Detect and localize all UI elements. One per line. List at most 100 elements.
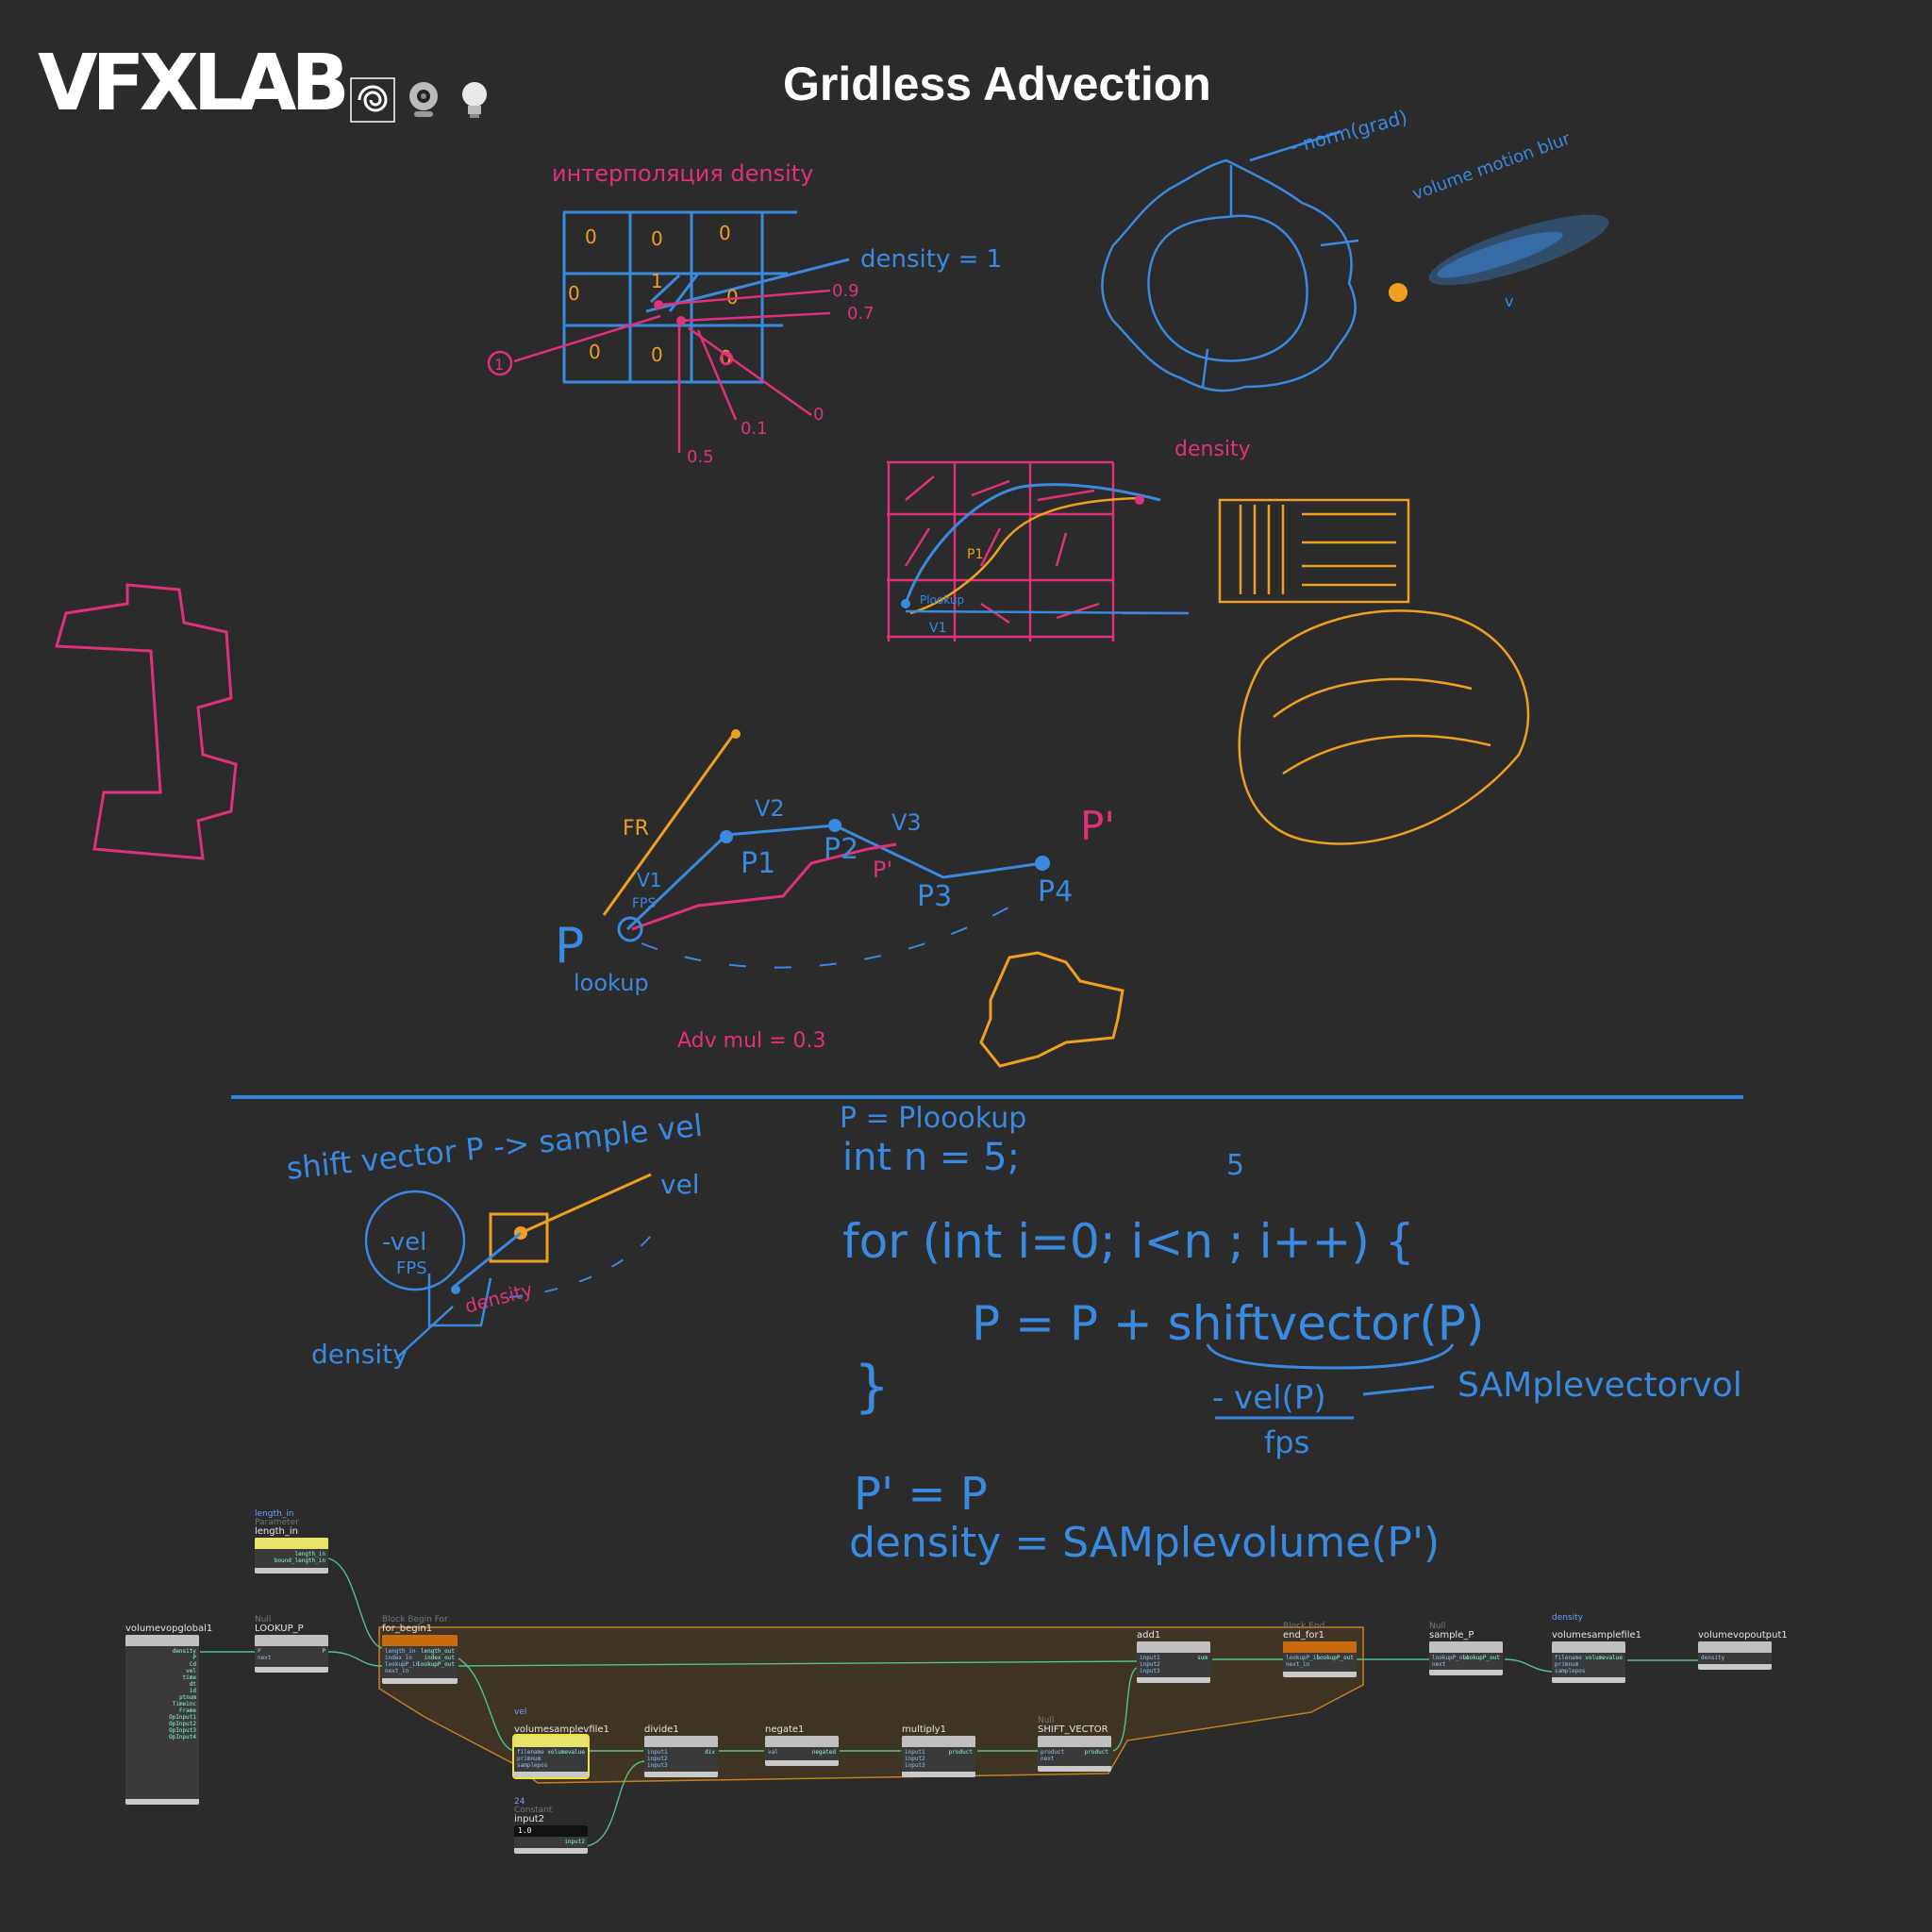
output-port[interactable]: product: [1084, 1749, 1108, 1756]
node-type: Null: [1038, 1716, 1055, 1725]
output-port[interactable]: Frame: [178, 1707, 196, 1714]
input-port[interactable]: filename: [517, 1749, 544, 1756]
output-port[interactable]: length_in: [294, 1551, 325, 1557]
input-port[interactable]: P: [258, 1648, 261, 1655]
output-port[interactable]: bound_length_in: [274, 1557, 325, 1564]
output-port[interactable]: vel: [186, 1668, 196, 1674]
node-header: [1137, 1641, 1210, 1653]
input-port[interactable]: density: [1701, 1655, 1725, 1661]
advection-grid-sketch: density Plookup V1 P1: [887, 438, 1530, 845]
input-port[interactable]: input3: [647, 1762, 668, 1769]
node-header: [1698, 1641, 1772, 1653]
output-port[interactable]: lookupP_out: [417, 1661, 455, 1668]
output-port[interactable]: time: [182, 1674, 196, 1681]
input-port[interactable]: next: [258, 1655, 272, 1661]
input-port[interactable]: index_in: [385, 1655, 412, 1661]
output-port[interactable]: negated: [811, 1749, 836, 1756]
input-port[interactable]: input1: [1140, 1655, 1160, 1661]
output-port[interactable]: lookupP_out: [1316, 1655, 1354, 1661]
output-port[interactable]: input2: [564, 1839, 585, 1845]
output-port[interactable]: P: [322, 1648, 325, 1655]
output-port[interactable]: OpInput1: [169, 1714, 196, 1721]
node-type: Block End: [1283, 1622, 1325, 1631]
input-port[interactable]: primnum: [1555, 1661, 1579, 1668]
input-port[interactable]: samplepos: [517, 1762, 548, 1769]
output-port[interactable]: index_out: [424, 1655, 455, 1661]
input-port[interactable]: input3: [1140, 1668, 1160, 1674]
output-port[interactable]: OpInput3: [169, 1727, 196, 1734]
logo-text: VFXLAB: [38, 39, 350, 128]
output-port[interactable]: ptnum: [178, 1694, 196, 1701]
input-port[interactable]: length_in: [385, 1648, 416, 1655]
input-port[interactable]: product: [1041, 1749, 1065, 1756]
input-port[interactable]: val: [768, 1749, 778, 1756]
node-body[interactable]: density: [1698, 1641, 1772, 1670]
val-09: 0.9: [832, 281, 859, 301]
input-port[interactable]: next_in: [1286, 1661, 1310, 1668]
output-port[interactable]: sum: [1197, 1655, 1208, 1661]
input-port[interactable]: next: [1432, 1661, 1446, 1668]
input-port[interactable]: input2: [647, 1756, 668, 1762]
output-port[interactable]: dt: [189, 1681, 196, 1688]
constant-value[interactable]: 1.0: [518, 1826, 532, 1835]
norm-grad-label: - norm(grad): [1288, 106, 1409, 158]
input-port[interactable]: input1: [905, 1749, 925, 1756]
output-port[interactable]: product: [948, 1749, 973, 1756]
input-port[interactable]: samplepos: [1555, 1668, 1586, 1674]
output-port[interactable]: lookupP_out: [1462, 1655, 1500, 1661]
output-port[interactable]: Cd: [189, 1661, 196, 1668]
output-port[interactable]: OpInput4: [169, 1734, 196, 1740]
output-port[interactable]: OpInput2: [169, 1721, 196, 1727]
output-port[interactable]: volumevalue: [1585, 1655, 1623, 1661]
input-port[interactable]: filename: [1555, 1655, 1582, 1661]
node-body[interactable]: input2 1.0: [514, 1825, 588, 1854]
node-body[interactable]: val negated: [765, 1736, 839, 1766]
input-port[interactable]: input1: [647, 1749, 668, 1756]
node-name: multiply1: [902, 1724, 946, 1735]
input-port[interactable]: next: [1041, 1756, 1055, 1762]
output-port[interactable]: P: [192, 1655, 196, 1661]
output-port[interactable]: id: [189, 1688, 196, 1694]
input-port[interactable]: primnum: [517, 1756, 541, 1762]
grid-zero: 0: [589, 341, 601, 363]
input-port[interactable]: lookupP_in: [1286, 1655, 1321, 1661]
input-port[interactable]: next_in: [385, 1668, 409, 1674]
output-port[interactable]: Timeinc: [172, 1701, 196, 1707]
output-port[interactable]: density: [172, 1648, 196, 1655]
input-port[interactable]: input3: [905, 1762, 925, 1769]
input-port[interactable]: lookupP_out: [1432, 1655, 1470, 1661]
input-port[interactable]: input2: [905, 1756, 925, 1762]
output-port[interactable]: length_out: [420, 1648, 455, 1655]
output-port[interactable]: volumevalue: [547, 1749, 585, 1756]
output-port[interactable]: div: [705, 1749, 715, 1756]
input-port[interactable]: lookupP_in: [385, 1661, 420, 1668]
input-port[interactable]: input2: [1140, 1661, 1160, 1668]
